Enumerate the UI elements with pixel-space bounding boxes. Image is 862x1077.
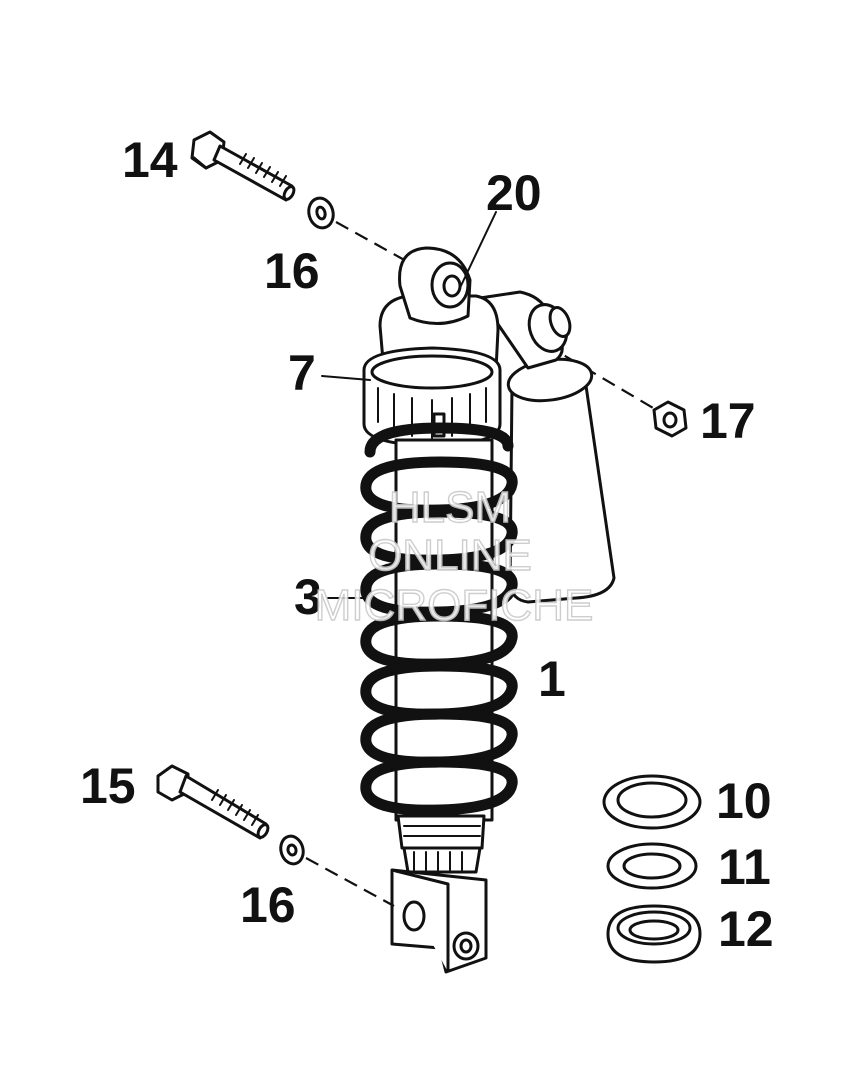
top-bolt-axis-line	[335, 221, 409, 263]
callout-3: 3	[294, 569, 322, 625]
top-nut	[652, 400, 688, 438]
callout-16-bottom: 16	[240, 877, 296, 933]
reservoir-canister	[478, 290, 616, 604]
top-nut-axis-line	[469, 299, 661, 413]
callout-16-top: 16	[264, 243, 320, 299]
callout-11: 11	[718, 839, 771, 895]
watermark-line-2: ONLINE	[368, 531, 532, 580]
lower-spring-seat	[396, 814, 486, 874]
lower-washer	[279, 834, 305, 866]
lower-mounting-bolt	[156, 764, 270, 840]
callout-1: 1	[538, 651, 566, 707]
leader-20	[457, 211, 497, 293]
lower-bolt-axis-line	[305, 857, 395, 907]
callout-20: 20	[486, 165, 542, 221]
callout-14: 14	[122, 132, 178, 188]
callout-10: 10	[716, 773, 772, 829]
callout-17: 17	[700, 393, 756, 449]
watermark-line-1: HLSM	[389, 483, 511, 532]
retaining-clip-ring	[606, 842, 698, 890]
bump-stop-cup	[606, 904, 702, 964]
coil-spring	[360, 422, 518, 816]
top-mounting-bolt	[190, 130, 296, 202]
callout-15: 15	[80, 758, 136, 814]
watermark-line-3: MICROFICHE	[315, 581, 594, 630]
callout-7: 7	[288, 345, 316, 401]
leader-7	[321, 375, 371, 381]
lower-clevis-mount	[390, 868, 488, 974]
top-washer	[307, 196, 335, 230]
spring-seat-ring	[602, 774, 702, 830]
callout-12: 12	[718, 901, 774, 957]
